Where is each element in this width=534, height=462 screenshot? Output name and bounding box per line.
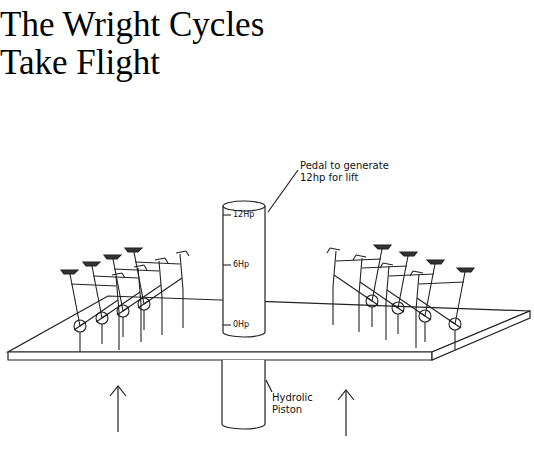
part-label: Hydrolic Piston xyxy=(272,392,342,416)
cylinder-top xyxy=(223,201,265,211)
gauge-mark: 0Hp xyxy=(233,320,249,330)
callout-note: Pedal to generate 12hp for lift xyxy=(300,160,410,184)
gauge-tick xyxy=(223,324,231,325)
gauge-mark: 12Hp xyxy=(233,210,254,220)
gauge-tick xyxy=(223,264,231,265)
cylinder-body xyxy=(223,206,265,337)
gauge-mark: 6Hp xyxy=(233,260,249,270)
gauge-tick xyxy=(223,214,231,215)
gauge-cylinder: 12Hp 6Hp 0Hp xyxy=(222,198,266,340)
diagram-title: The Wright Cycles Take Flight xyxy=(0,6,300,82)
